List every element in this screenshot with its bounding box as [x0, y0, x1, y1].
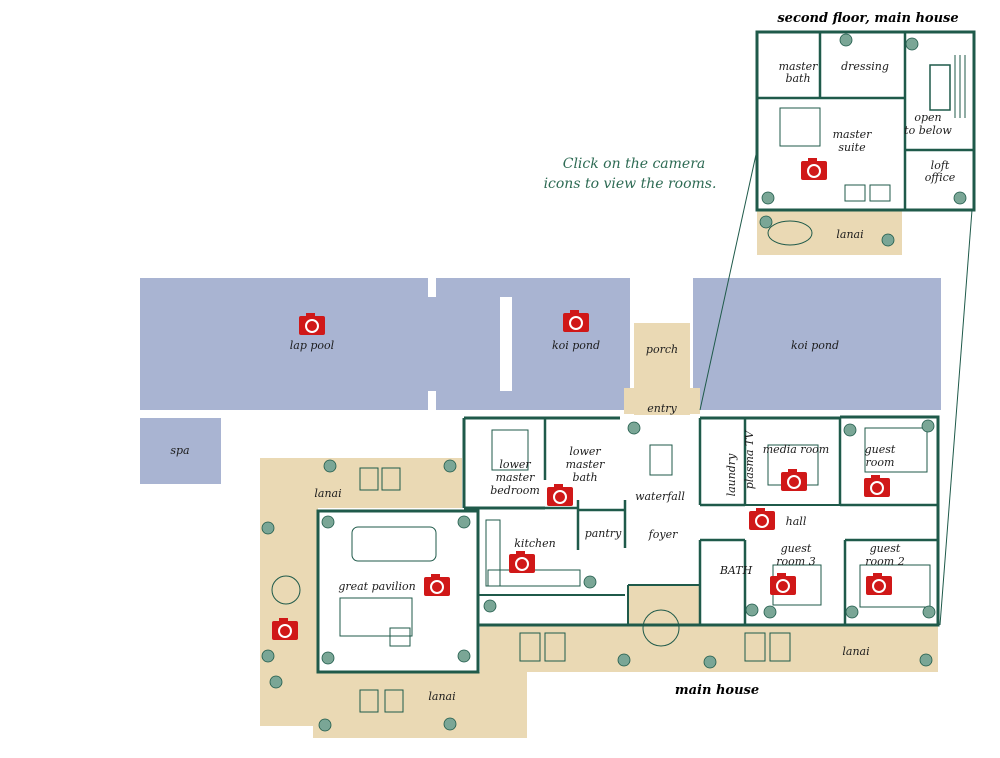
- instruction-line2: icons to view the rooms.: [544, 176, 717, 192]
- label-lower-master-bedroom-2: master: [496, 471, 536, 484]
- camera-icon-media-room[interactable]: [780, 468, 808, 492]
- water-features: [140, 278, 941, 484]
- second-floor-title: second floor, main house: [777, 11, 958, 26]
- label-master-bath-2: bath: [785, 72, 810, 85]
- camera-icon-lower-master[interactable]: [546, 483, 574, 507]
- label-pantry: pantry: [585, 527, 622, 540]
- label-koi-pond-left: koi pond: [552, 339, 600, 352]
- second-floor-walls: [755, 30, 976, 212]
- label-dressing: dressing: [841, 60, 889, 73]
- label-lanai-bottom: lanai: [428, 690, 455, 703]
- label-guest-room2-2: room 2: [865, 555, 904, 568]
- label-spa: spa: [170, 444, 189, 457]
- lap-pool-area: [140, 278, 500, 410]
- label-guest-room3-1: guest: [781, 542, 812, 555]
- label-koi-pond-right: koi pond: [791, 339, 839, 352]
- label-lower-master-bath-1: lower: [569, 445, 601, 458]
- label-open-below-2: to below: [904, 124, 952, 137]
- label-kitchen: kitchen: [514, 537, 555, 550]
- label-hall: hall: [786, 515, 807, 528]
- perspective-lines: [699, 149, 973, 626]
- camera-icon-lap-pool[interactable]: [298, 312, 326, 336]
- label-lower-master-bath-2: master: [566, 458, 606, 471]
- camera-icon-great-pavilion[interactable]: [423, 573, 451, 597]
- label-loft-office-2: office: [925, 171, 956, 184]
- label-lower-master-bedroom-1: lower: [499, 458, 531, 471]
- label-laundry: laundry: [725, 453, 738, 497]
- second-floor-plants: [759, 33, 967, 247]
- main-house-walls: [316, 415, 940, 674]
- camera-icon-guest-room-2[interactable]: [865, 572, 893, 596]
- label-porch: porch: [646, 343, 678, 356]
- label-entry: entry: [647, 402, 677, 415]
- instruction-line1: Click on the camera: [563, 156, 706, 172]
- label-lower-master-bath-3: bath: [572, 471, 597, 484]
- koi-pond-right-area: [693, 278, 941, 410]
- label-master-suite-2: suite: [838, 141, 866, 154]
- label-master-suite-1: master: [833, 128, 873, 141]
- label-lanai-left-top: lanai: [314, 487, 341, 500]
- camera-icon-master-suite[interactable]: [800, 157, 828, 181]
- lanai-areas: [260, 210, 938, 738]
- camera-icon-kitchen[interactable]: [508, 550, 536, 574]
- lanai-left-area: [260, 458, 532, 738]
- main-house-title: main house: [675, 683, 759, 698]
- label-master-bath-1: master: [779, 60, 819, 73]
- label-waterfall: waterfall: [635, 490, 685, 503]
- lanai-upper-area: [757, 210, 902, 255]
- label-lower-master-bedroom-3: bedroom: [490, 484, 540, 497]
- entry-step: [624, 388, 700, 414]
- labels: second floor, main house main house Clic…: [170, 11, 958, 703]
- label-open-below-1: open: [914, 111, 941, 124]
- camera-icon-guest-room-3[interactable]: [769, 572, 797, 596]
- second-floor-furniture: [767, 107, 891, 246]
- camera-icon-lanai[interactable]: [271, 617, 299, 641]
- label-lanai-upper: lanai: [836, 228, 863, 241]
- label-guest-room-1: guest: [865, 443, 896, 456]
- plants: [261, 419, 936, 732]
- label-plasma-tv: plasma TV: [743, 430, 756, 490]
- camera-icon-hall[interactable]: [748, 507, 776, 531]
- label-great-pavilion: great pavilion: [338, 580, 415, 593]
- label-loft-office-1: loft: [931, 159, 950, 172]
- label-lanai-right: lanai: [842, 645, 869, 658]
- label-guest-room3-2: room 3: [776, 555, 815, 568]
- label-lap-pool: lap pool: [290, 339, 335, 352]
- camera-icon-koi-pond[interactable]: [562, 309, 590, 333]
- koi-pond-left-area: [436, 278, 630, 410]
- label-bath: BATH: [719, 564, 753, 577]
- label-guest-room2-1: guest: [870, 542, 901, 555]
- label-foyer: foyer: [648, 528, 678, 541]
- camera-icon-guest-room[interactable]: [863, 474, 891, 498]
- label-guest-room-2: room: [866, 456, 895, 469]
- spa-area: [140, 418, 221, 484]
- label-media-room: media room: [763, 443, 830, 456]
- lanai-bottom-right-area: [480, 585, 938, 672]
